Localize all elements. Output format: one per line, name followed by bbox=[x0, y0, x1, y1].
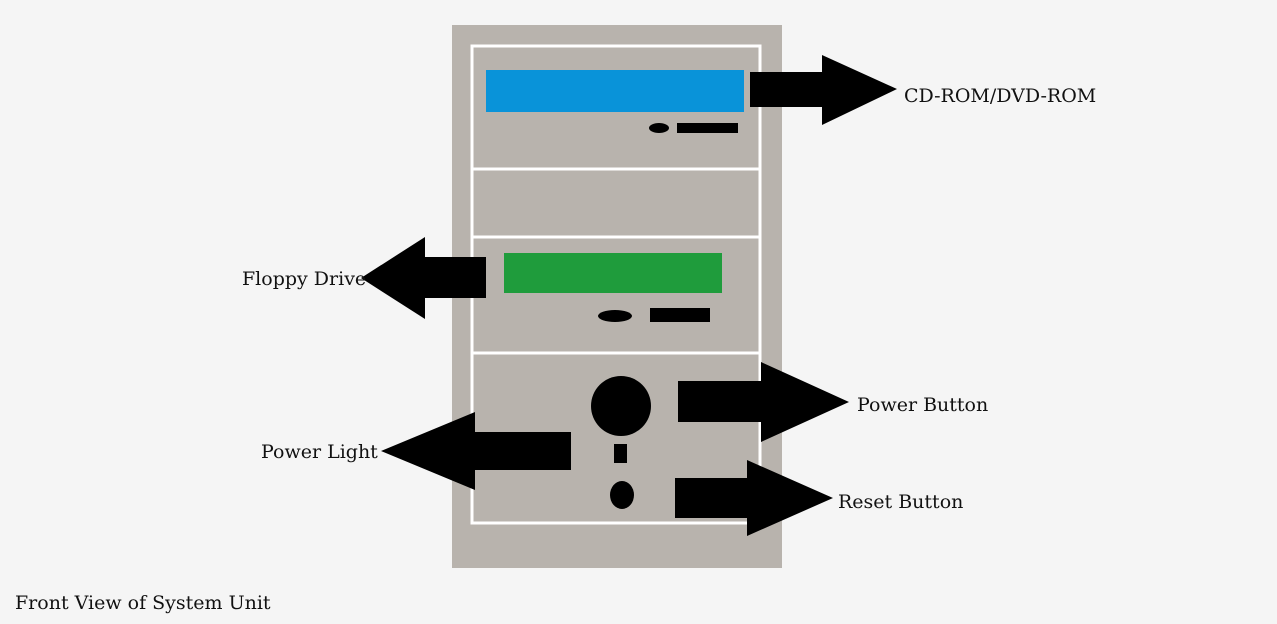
floppy-arrow bbox=[361, 237, 486, 319]
power-button-label: Power Button bbox=[857, 394, 988, 416]
reset-button-label: Reset Button bbox=[838, 491, 963, 513]
diagram-caption: Front View of System Unit bbox=[15, 592, 271, 614]
power-light-indicator bbox=[614, 444, 627, 463]
cdrom-eject-button bbox=[677, 123, 738, 133]
floppy-led bbox=[598, 310, 632, 322]
cdrom-label: CD-ROM/DVD-ROM bbox=[904, 85, 1096, 107]
power-button-arrow bbox=[678, 362, 849, 442]
reset-button-arrow bbox=[675, 460, 833, 536]
cdrom-arrow bbox=[750, 55, 897, 125]
power-light-arrow bbox=[381, 412, 571, 490]
power-button-circle bbox=[591, 376, 651, 436]
cdrom-led bbox=[649, 123, 669, 133]
floppy-eject-button bbox=[650, 308, 710, 322]
cdrom-tray bbox=[486, 70, 744, 112]
floppy-drive-label: Floppy Drive bbox=[242, 268, 366, 290]
system-unit-case bbox=[452, 25, 782, 568]
power-light-label: Power Light bbox=[261, 441, 378, 463]
floppy-slot bbox=[504, 253, 722, 293]
reset-button-circle bbox=[610, 481, 634, 509]
